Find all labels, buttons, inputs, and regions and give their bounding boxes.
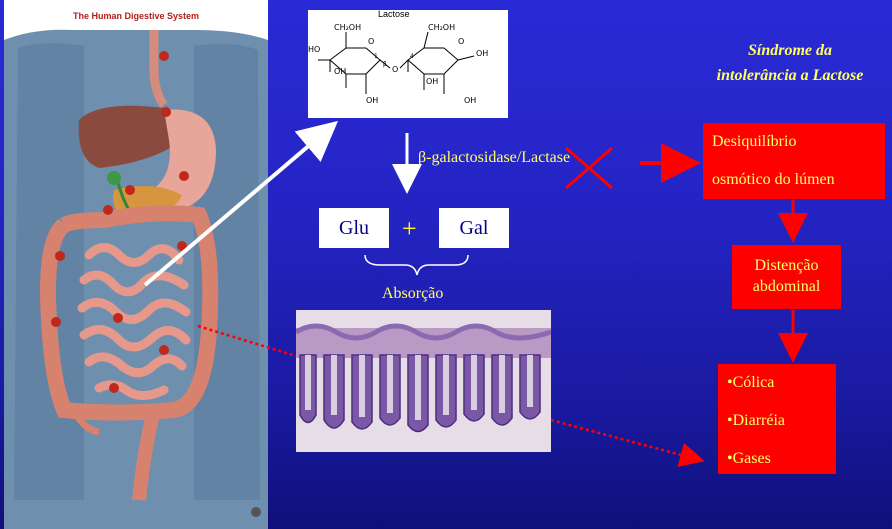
absorption-brace <box>365 255 468 275</box>
osmotic-imbalance-line-1: Desiquilíbrio <box>703 123 885 161</box>
glucose-box: Glu <box>319 208 389 248</box>
intestinal-villi-histology <box>296 310 551 452</box>
intestine-to-villi-dotted-line <box>198 326 296 356</box>
syndrome-title-line-2: intolerância a Lactose <box>690 63 890 88</box>
villi-drawing <box>296 310 551 452</box>
osmotic-imbalance-box: Desiquilíbrio osmótico do lúmen <box>703 123 885 199</box>
symptom-item: •Gases <box>718 440 836 478</box>
symptom-item: •Cólica <box>718 364 836 402</box>
symptom-item: •Diarréia <box>718 402 836 440</box>
villi-to-symptoms-dotted-arrow <box>551 420 700 460</box>
absorption-label: Absorção <box>382 285 443 303</box>
syndrome-title-line-1: Síndrome da <box>690 38 890 63</box>
abdominal-distension-box: Distenção abdominal <box>732 245 841 309</box>
abdominal-distension-line-2: abdominal <box>732 276 841 297</box>
galactose-box: Gal <box>439 208 509 248</box>
syndrome-title: Síndrome da intolerância a Lactose <box>690 38 890 88</box>
symptoms-box: •Cólica •Diarréia •Gases <box>718 364 836 474</box>
abdominal-distension-line-1: Distenção <box>732 255 841 276</box>
enzyme-label: β-galactosidase/Lactase <box>418 149 570 167</box>
intestine-to-lactose-arrow <box>145 126 332 285</box>
osmotic-imbalance-line-2: osmótico do lúmen <box>703 161 885 199</box>
plus-sign: + <box>402 214 417 244</box>
